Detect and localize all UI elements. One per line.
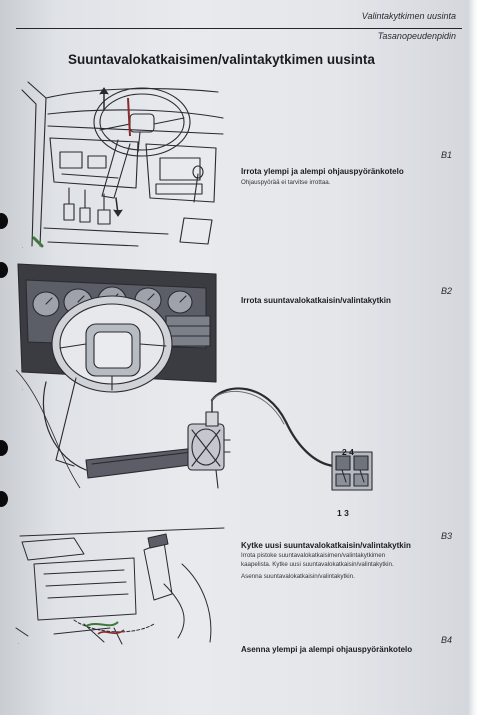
binder-hole [0,491,8,507]
step-heading: Irrota suuntavalokatkaisin/valintakytkin [241,296,391,305]
step-body-line: kaapelista. Kytke uusi suuntavalokatkais… [241,561,394,568]
header-section: Valintakytkimen uusinta [361,11,456,21]
header-subsection: Tasanopeudenpidin [377,31,456,41]
figure-code: . [22,386,24,392]
connector-pin-labels-bottom: 1 3 [337,508,349,518]
figure-b2-switch-removal [15,263,373,491]
binder-hole [0,262,8,278]
figure-code: . [18,640,20,646]
page-title: Suuntavalokatkaisimen/valintakytkimen uu… [68,52,375,67]
step-body: Ohjauspyörää ei tarvitse irrottaa. [241,179,331,186]
figure-b3-connector [15,527,225,645]
step-body-line: Irrota pistoke suuntavalokatkaisimen/val… [241,552,386,559]
step-number: B2 [441,286,453,296]
page-edge [468,0,478,715]
step-body-line: Asenna suuntavalokatkaisin/valintakytkin… [241,573,355,580]
connector-pin-labels-top: 2 4 [342,447,354,457]
step-number: B1 [441,150,453,160]
step-heading: Asenna ylempi ja alempi ohjauspyöränkote… [241,645,413,654]
figure-code: . [22,244,24,250]
step-heading: Kytke uusi suuntavalokatkaisin/valintaky… [241,541,411,550]
step-number: B3 [441,531,453,541]
binder-hole [0,213,8,229]
step-heading: Irrota ylempi ja alempi ohjauspyöränkote… [241,167,404,176]
step-number: B4 [441,635,453,645]
figure-b1-interior [21,81,224,248]
binder-hole [0,440,8,456]
header-rule [16,28,462,29]
